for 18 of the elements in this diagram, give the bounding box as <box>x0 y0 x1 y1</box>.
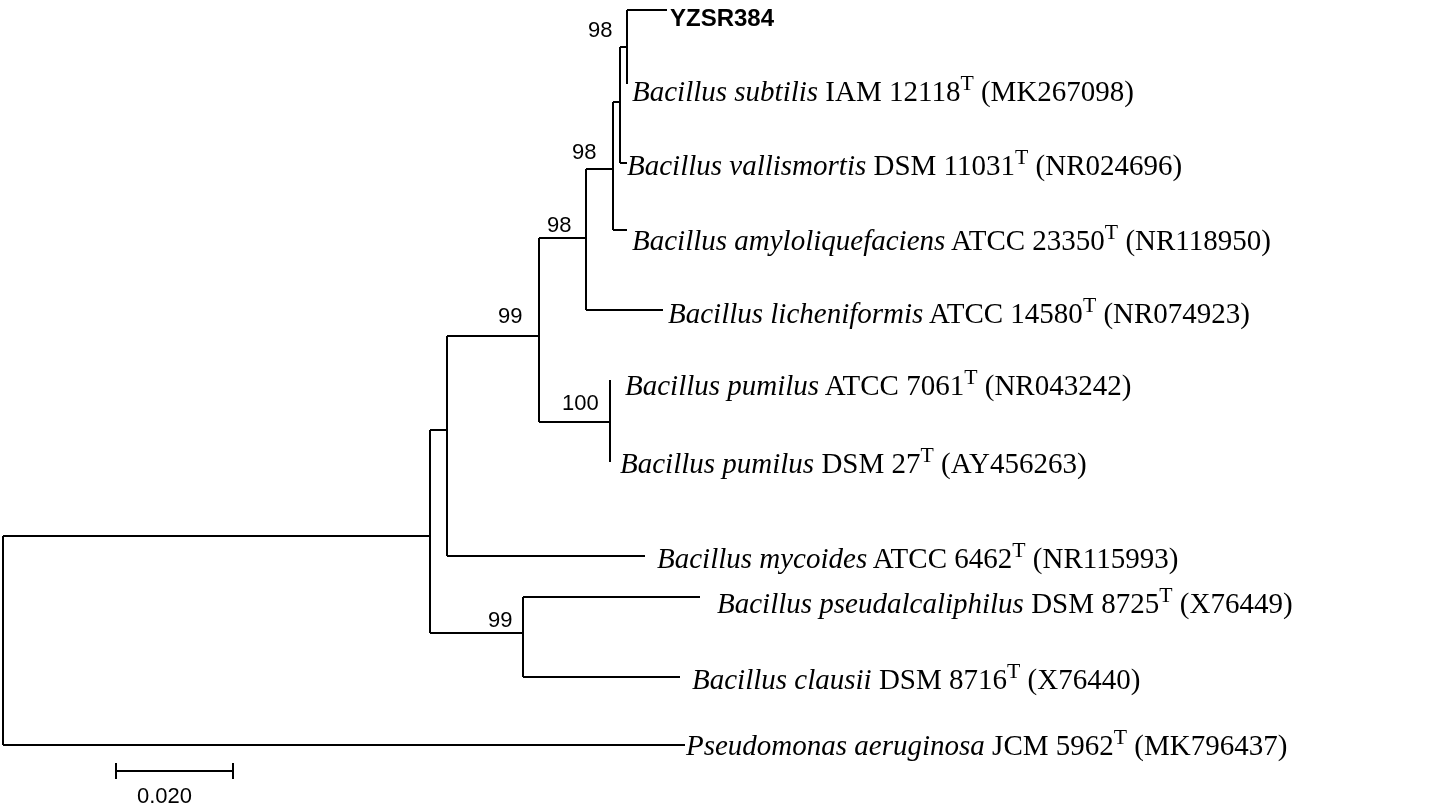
bootstrap-value: 98 <box>572 141 597 163</box>
taxon-label: Pseudomonas aeruginosa JCM 5962$^{T}$ (MK796437) <box>686 730 1288 760</box>
isolate-label: YZSR384 <box>670 6 775 30</box>
bootstrap-value: 99 <box>498 305 523 327</box>
bootstrap-value: 99 <box>488 609 513 631</box>
scale-label: 0.020 <box>137 785 193 807</box>
taxon-label: Bacillus pseudalcaliphilus DSM 8725$^{T}$ (X76449) <box>717 588 1293 618</box>
bootstrap-value: 98 <box>588 19 613 41</box>
bootstrap-value: 100 <box>562 392 599 414</box>
taxon-label: Bacillus amyloliquefaciens ATCC 23350$^{T}$ (NR118950) <box>632 225 1271 255</box>
taxon-label: Bacillus pumilus ATCC 7061$^{T}$ (NR043242) <box>625 370 1132 400</box>
taxon-label: Bacillus vallismortis DSM 11031$^{T}$ (NR024696) <box>627 150 1183 180</box>
taxon-label: Bacillus mycoides ATCC 6462$^{T}$ (NR115993) <box>657 543 1179 573</box>
taxon-label: Bacillus subtilis IAM 12118$^{T}$ (MK267098) <box>632 76 1134 106</box>
taxon-label: Bacillus licheniformis ATCC 14580$^{T}$ (NR074923) <box>668 298 1251 328</box>
taxon-label: Bacillus clausii DSM 8716$^{T}$ (X76440) <box>692 664 1141 694</box>
taxon-label: Bacillus pumilus DSM 27$^{T}$ (AY456263) <box>620 448 1087 478</box>
bootstrap-value: 98 <box>547 214 572 236</box>
